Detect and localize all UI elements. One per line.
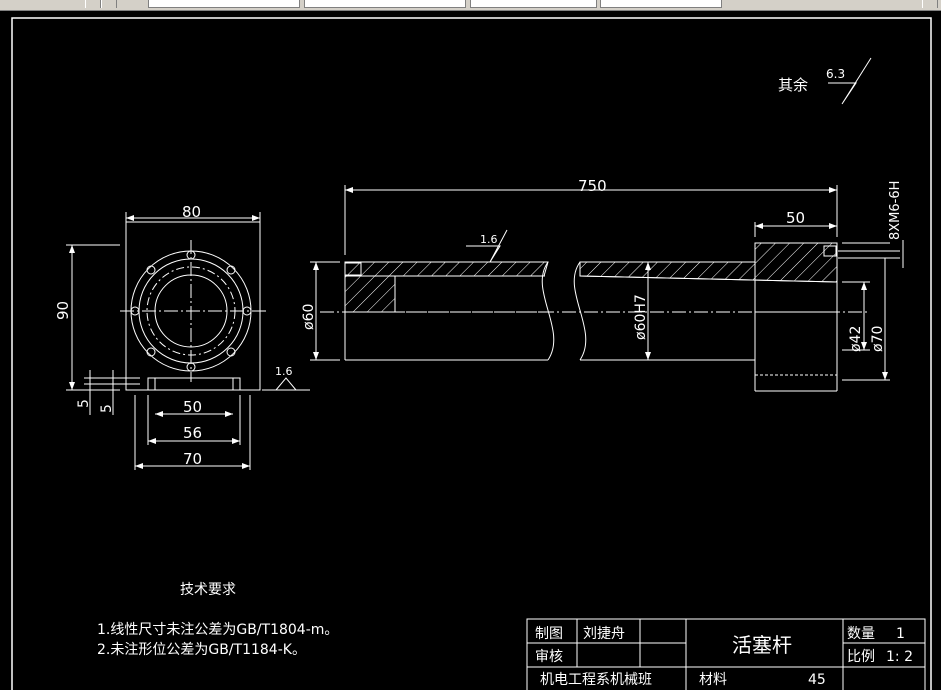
dim-length-50-right: 50 [786,209,805,227]
finish-other-label: 其余 [778,76,808,94]
dim-70-front: 70 [183,450,202,468]
dim-front-width: 80 [182,203,201,221]
tech-req-line1: 1.线性尺寸未注公差为GB/T1804-m。 [97,622,338,638]
toolbar [0,0,941,11]
title-qty-label: 数量 [847,626,875,642]
title-drawn-by: 刘捷舟 [583,626,625,642]
color-dropdown[interactable] [304,0,466,8]
dim-dia-60: ø60 [301,304,317,330]
linetype-dropdown[interactable] [470,0,597,8]
dim-dia-42: ø42 [848,326,864,352]
dim-50-front: 50 [183,398,202,416]
dim-56: 56 [183,424,202,442]
dim-5a: 5 [76,399,92,408]
title-material-label: 材料 [699,672,727,688]
layer-dropdown[interactable] [148,0,300,8]
finish-2: 1.6 [275,365,293,378]
lineweight-dropdown[interactable] [600,0,722,8]
title-scale-label: 比例 [847,649,875,665]
title-drawn-label: 制图 [535,626,563,642]
tech-req-title: 技术要求 [180,582,236,598]
title-class-name: 机电工程系机械班 [540,672,652,688]
flange-front-view [66,212,310,470]
title-block [526,618,926,690]
dim-front-height: 90 [54,301,72,320]
title-qty-value: 1 [896,626,905,642]
tech-req-line2: 2.未注形位公差为GB/T1184-K。 [97,642,306,658]
dim-length-750: 750 [578,177,607,195]
title-material-value: 45 [808,672,826,688]
rod-section-view [310,185,904,392]
dim-dia-60h7: ø60H7 [633,294,649,340]
dim-dia-70: ø70 [870,326,886,352]
drawing-canvas[interactable]: 其余 6.3 80 90 5 [0,10,941,690]
finish-other-value: 6.3 [826,67,845,81]
title-review-label: 审核 [535,649,563,665]
finish-1: 1.6 [480,233,498,246]
title-part-name: 活塞杆 [732,633,792,657]
toolbar-icon-b[interactable] [101,0,117,8]
drawing-border [11,17,932,690]
dim-thread: 8XM6-6H [888,181,903,240]
title-scale-value: 1: 2 [886,649,913,665]
dim-5b: 5 [99,404,115,413]
toolbar-icon-c[interactable] [922,0,938,8]
surface-finish-other: 其余 6.3 [778,57,872,105]
toolbar-icon-a[interactable] [85,0,101,8]
